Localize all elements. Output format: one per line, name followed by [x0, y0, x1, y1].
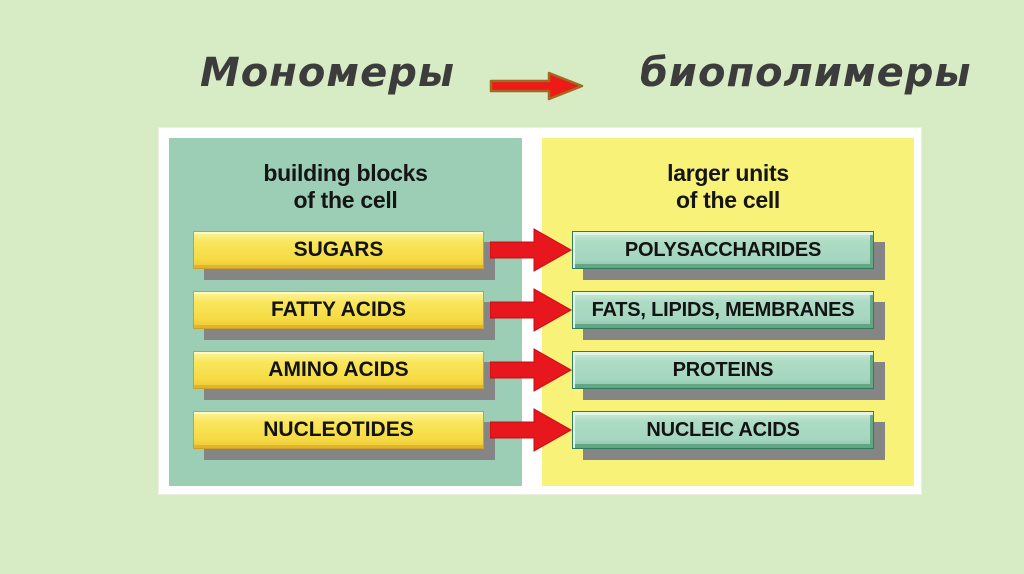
- diagram-frame: building blocks of the cell larger units…: [158, 127, 922, 495]
- monomer-box-fatty-acids: FATTY ACIDS: [193, 291, 484, 329]
- monomer-box-amino-acids: AMINO ACIDS: [193, 351, 484, 389]
- right-panel-title: larger units of the cell: [542, 160, 914, 214]
- header-monomers-label: Мономеры: [200, 50, 456, 96]
- right-panel-title-line1: larger units: [667, 160, 789, 186]
- right-arrow-icon: [490, 288, 572, 332]
- right-arrow-icon: [490, 228, 572, 272]
- polymer-box-nucleic-acids: NUCLEIC ACIDS: [572, 411, 874, 449]
- left-panel-title-line1: building blocks: [263, 160, 428, 186]
- right-arrow-icon: [490, 348, 572, 392]
- right-arrow-icon: [489, 71, 584, 101]
- polymer-box-fats-lipids-membranes: FATS, LIPIDS, MEMBRANES: [572, 291, 874, 329]
- left-panel-title-line2: of the cell: [293, 187, 398, 213]
- left-panel-title: building blocks of the cell: [169, 160, 522, 214]
- monomer-box-sugars: SUGARS: [193, 231, 484, 269]
- polymer-box-proteins: PROTEINS: [572, 351, 874, 389]
- right-arrow-icon: [490, 408, 572, 452]
- monomer-box-nucleotides: NUCLEOTIDES: [193, 411, 484, 449]
- header-biopolymers-label: биополимеры: [640, 50, 972, 96]
- polymer-box-polysaccharides: POLYSACCHARIDES: [572, 231, 874, 269]
- right-panel-title-line2: of the cell: [675, 187, 781, 213]
